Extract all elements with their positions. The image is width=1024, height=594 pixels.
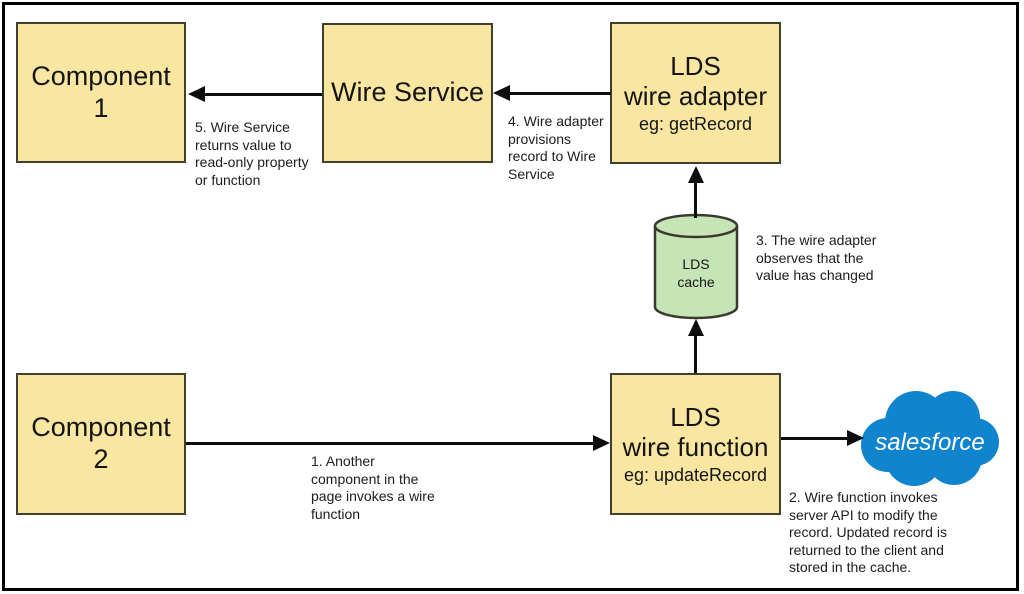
arrow-wirefunction-to-cache-head — [688, 319, 704, 336]
annotation-step-3: 3. The wire adapter observes that the va… — [756, 232, 877, 283]
arrow-cache-to-adapter-head — [688, 166, 704, 183]
lds-cache-label: LDS cache — [677, 256, 715, 290]
arrow-cache-to-adapter-shaft — [694, 180, 697, 218]
node-component-2: Component 2 — [16, 373, 186, 515]
lds-wire-function-example: eg: updateRecord — [623, 464, 768, 485]
arrow-adapter-to-wireservice-shaft — [506, 92, 611, 95]
arrow-component2-to-wirefunction-shaft — [186, 442, 595, 445]
node-lds-wire-adapter: LDS wire adapter eg: getRecord — [610, 22, 781, 164]
arrow-wireservice-to-component1-shaft — [201, 93, 322, 96]
lds-wire-adapter-example: eg: getRecord — [638, 113, 753, 134]
arrow-adapter-to-wireservice-head — [493, 85, 510, 101]
wire-service-label: Wire Service — [330, 77, 485, 108]
node-lds-wire-function: LDS wire function eg: updateRecord — [610, 373, 781, 515]
component-1-label: Component 1 — [31, 60, 171, 123]
annotation-step-5: 5. Wire Service returns value to read-on… — [195, 119, 309, 188]
lds-cache-cylinder — [653, 213, 739, 320]
annotation-step-2: 2. Wire function invokes server API to m… — [789, 489, 947, 575]
salesforce-wordmark: salesforce — [875, 429, 984, 456]
salesforce-cloud-logo: salesforce — [861, 391, 999, 486]
lds-wire-adapter-label: LDS wire adapter — [623, 50, 768, 112]
annotation-step-1: 1. Another component in the page invokes… — [311, 453, 435, 522]
arrow-wirefunction-to-salesforce-shaft — [781, 437, 849, 440]
component-2-label: Component 2 — [31, 412, 171, 474]
node-component-1: Component 1 — [16, 22, 186, 163]
annotation-step-4: 4. Wire adapter provisions record to Wir… — [508, 113, 604, 182]
arrow-wirefunction-to-cache-shaft — [694, 333, 697, 373]
lds-wire-function-label: LDS wire function — [622, 401, 769, 463]
arrow-wireservice-to-component1-head — [188, 86, 205, 102]
node-wire-service: Wire Service — [322, 23, 493, 163]
arrow-component2-to-wirefunction-head — [593, 435, 610, 451]
arrow-wirefunction-to-salesforce-head — [847, 430, 864, 446]
